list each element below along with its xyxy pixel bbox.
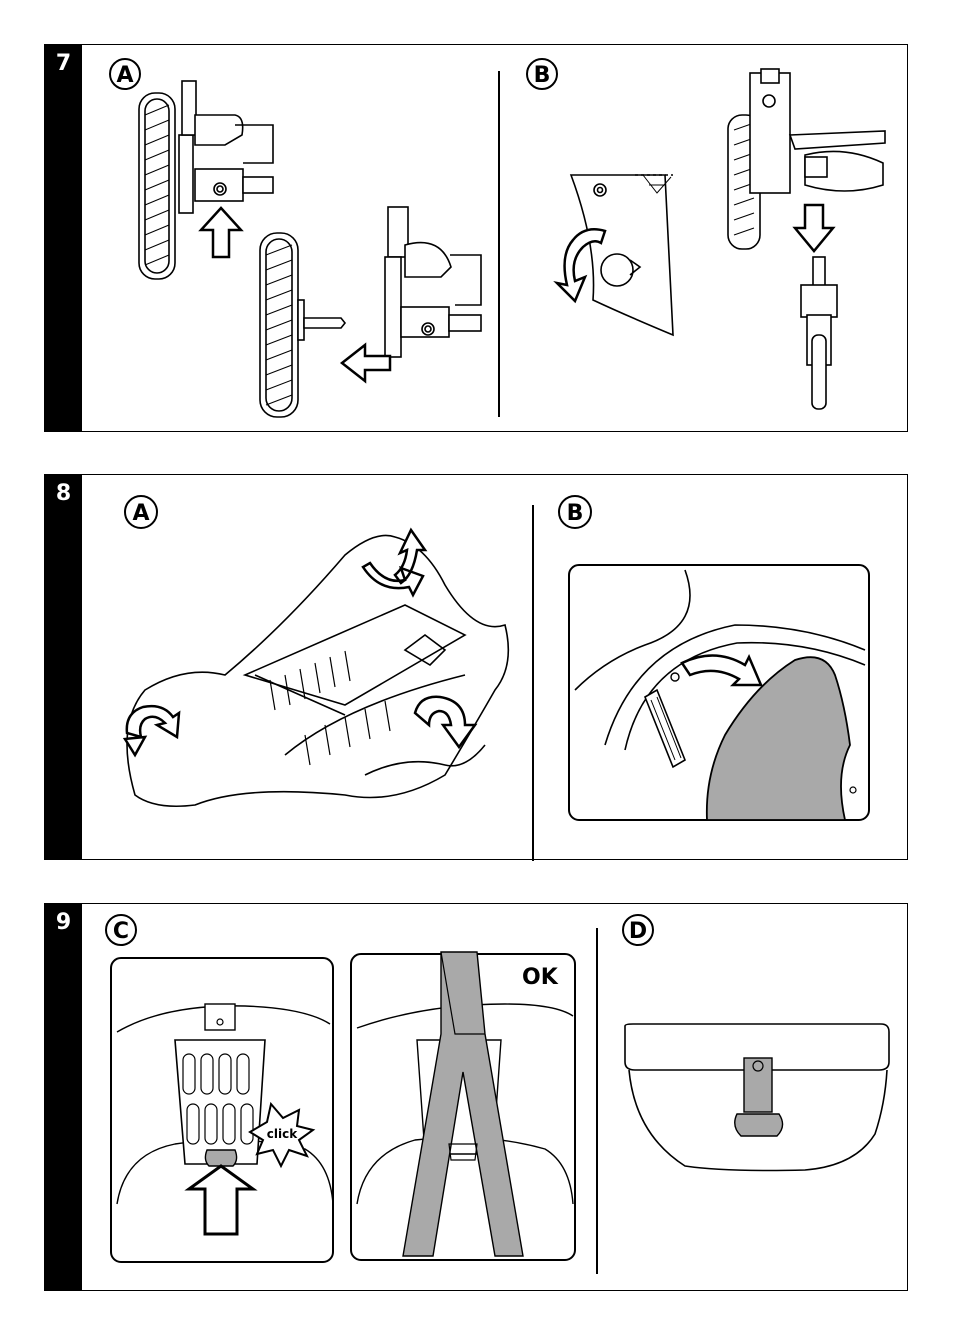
step-7-illustration: A B xyxy=(45,45,909,433)
wheel-illustration xyxy=(139,81,273,279)
wheel-illustration xyxy=(260,207,481,417)
buckle-click-inset: click xyxy=(111,958,333,1262)
seat-front-illustration xyxy=(625,1024,889,1171)
buckle-tab xyxy=(735,1114,783,1136)
step-9-illustration: C D click xyxy=(45,904,909,1292)
svg-text:A: A xyxy=(132,501,149,526)
strap-ok-inset xyxy=(351,952,575,1260)
step-9-panel: 9 C D c xyxy=(44,903,908,1291)
svg-text:B: B xyxy=(567,501,584,526)
label-circle-a: A xyxy=(125,496,157,528)
up-arrow-icon xyxy=(201,208,241,257)
step-8-illustration: A B xyxy=(45,475,909,861)
svg-text:A: A xyxy=(116,63,133,88)
step-8-panel: 8 A B xyxy=(44,474,908,860)
svg-text:click: click xyxy=(267,1127,298,1141)
frame-detail-illustration xyxy=(571,175,673,335)
left-arrow-icon xyxy=(342,345,390,381)
svg-text:B: B xyxy=(534,63,551,88)
label-circle-c: C xyxy=(106,915,136,945)
buckle-tab xyxy=(205,1150,236,1166)
seat-cover-illustration xyxy=(127,535,508,806)
step-7-panel: 7 A B xyxy=(44,44,908,432)
svg-text:C: C xyxy=(113,919,129,944)
frame-inset-illustration xyxy=(569,565,869,820)
label-circle-a: A xyxy=(110,59,140,89)
down-arrow-icon xyxy=(795,205,833,251)
label-circle-b: B xyxy=(559,496,591,528)
ok-label: OK xyxy=(522,965,559,990)
svg-text:D: D xyxy=(629,919,647,944)
label-circle-d: D xyxy=(623,915,653,945)
label-circle-b: B xyxy=(527,59,557,89)
